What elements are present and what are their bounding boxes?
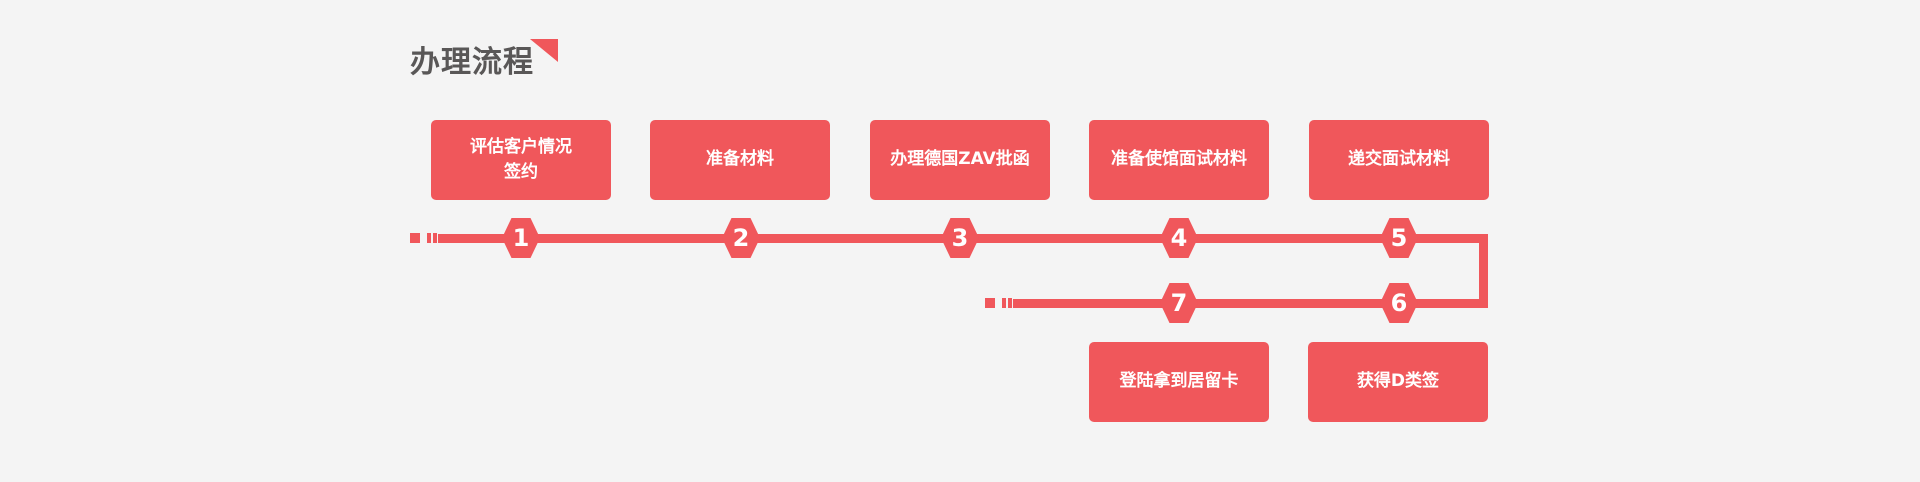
step-box-label: 办理德国ZAV批函 xyxy=(890,149,1030,170)
dash-bar xyxy=(427,233,431,243)
step-box-label: 登陆拿到居留卡 xyxy=(1119,371,1239,392)
step-hex-3: 3 xyxy=(941,218,979,258)
step-box-label: 评估客户情况 签约 xyxy=(470,136,572,183)
flow-line-bottom xyxy=(1013,299,1488,308)
step-box-label: 准备材料 xyxy=(706,149,774,170)
step-number: 5 xyxy=(1390,224,1408,252)
step-box-label: 准备使馆面试材料 xyxy=(1111,149,1247,170)
title-triangle-icon xyxy=(530,39,558,62)
step-box-2: 准备材料 xyxy=(650,120,830,200)
step-hex-4: 4 xyxy=(1160,218,1198,258)
step-box-label: 获得D类签 xyxy=(1356,371,1440,392)
section-title: 办理流程 xyxy=(410,45,534,80)
dash-bar xyxy=(1002,298,1006,308)
step-box-1: 评估客户情况 签约 xyxy=(431,120,611,200)
step-box-4: 准备使馆面试材料 xyxy=(1089,120,1269,200)
dash-square xyxy=(410,233,420,243)
dash-square xyxy=(985,298,995,308)
step-hex-6: 6 xyxy=(1380,283,1418,323)
step-number: 7 xyxy=(1170,289,1188,317)
step-number: 1 xyxy=(512,224,530,252)
step-box-3: 办理德国ZAV批函 xyxy=(870,120,1050,200)
step-box-6: 获得D类签 xyxy=(1308,342,1488,422)
step-number: 4 xyxy=(1170,224,1188,252)
step-box-7: 登陆拿到居留卡 xyxy=(1089,342,1269,422)
dash-bar xyxy=(1008,298,1012,308)
dash-bar xyxy=(433,233,437,243)
step-hex-5: 5 xyxy=(1380,218,1418,258)
flow-start-dashes-top xyxy=(410,233,439,243)
step-number: 6 xyxy=(1390,289,1408,317)
flow-start-dashes-bottom xyxy=(985,298,1014,308)
flow-line-corner xyxy=(1479,234,1488,308)
step-hex-7: 7 xyxy=(1160,283,1198,323)
step-hex-1: 1 xyxy=(502,218,540,258)
step-hex-2: 2 xyxy=(722,218,760,258)
step-number: 2 xyxy=(732,224,750,252)
step-box-label: 递交面试材料 xyxy=(1348,149,1450,170)
step-number: 3 xyxy=(951,224,969,252)
step-box-5: 递交面试材料 xyxy=(1309,120,1489,200)
